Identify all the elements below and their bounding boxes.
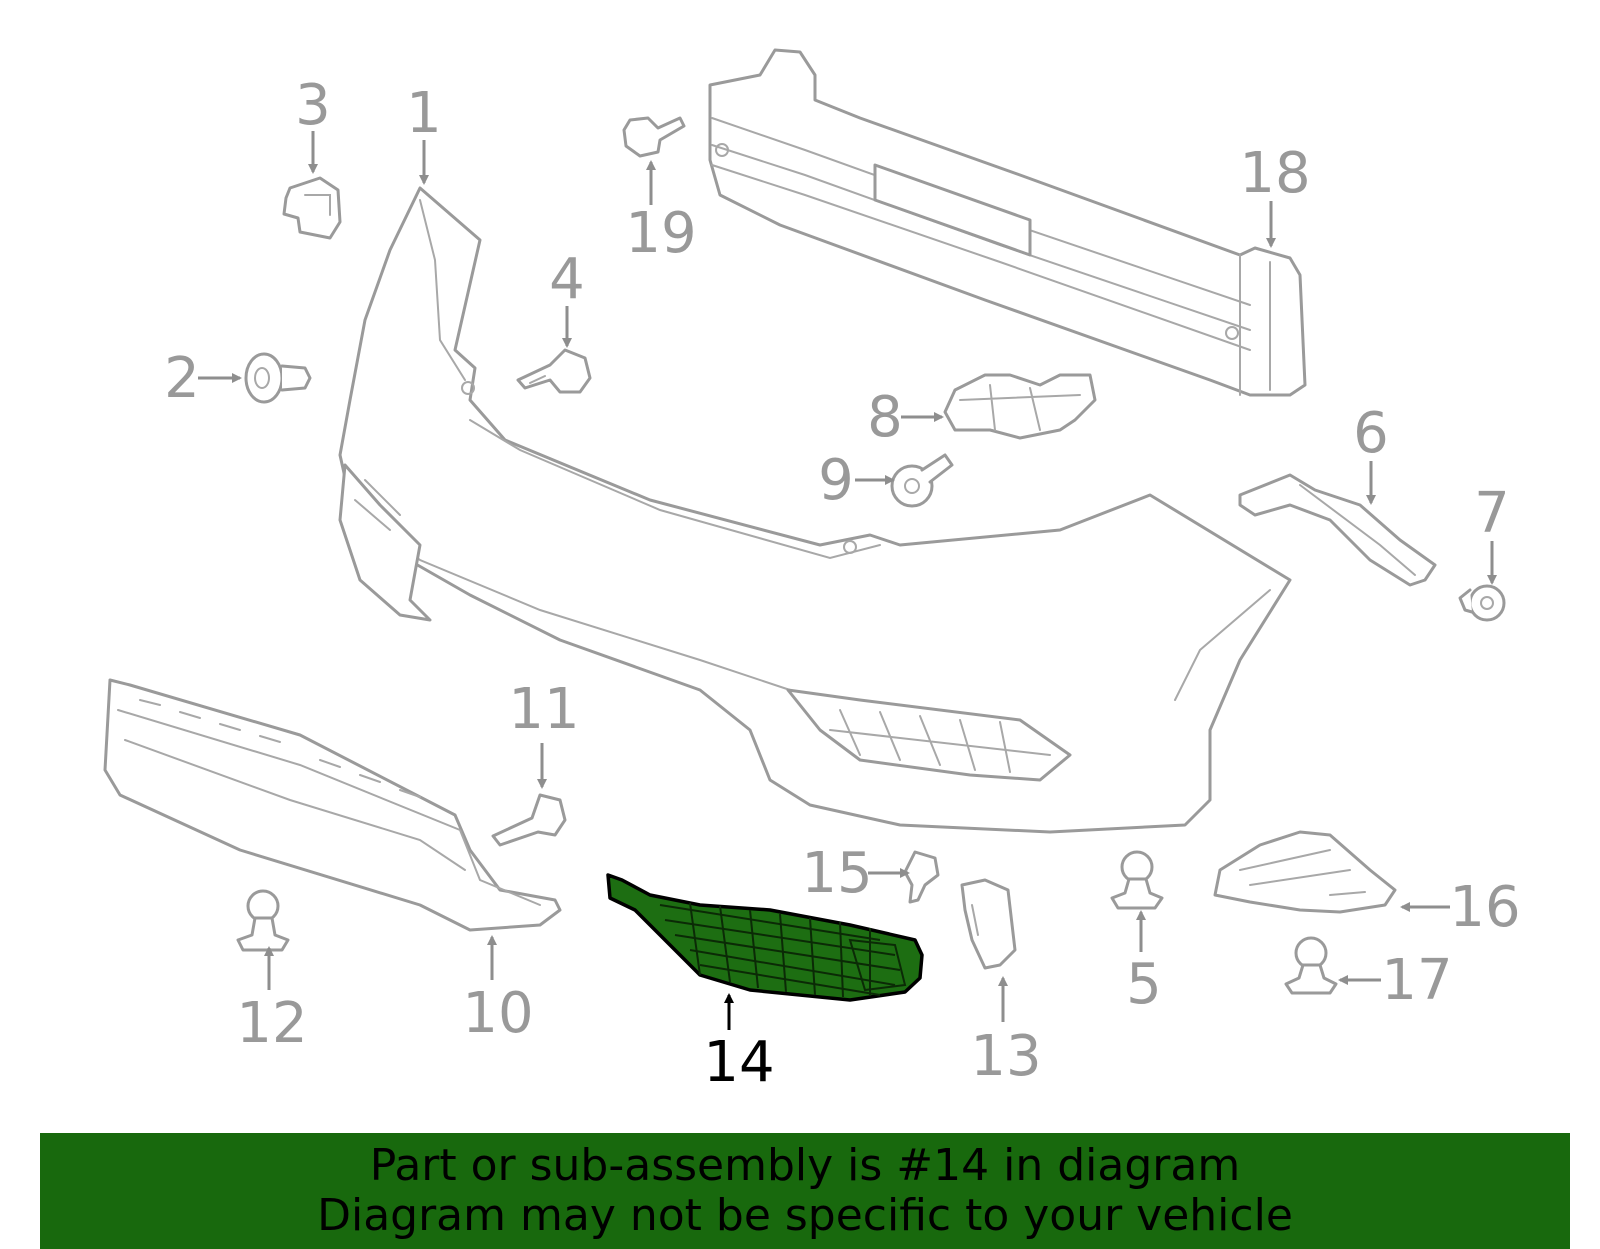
part-2-grommet bbox=[244, 352, 312, 404]
part-18-reinforcement-beam bbox=[708, 48, 1307, 397]
callout-2: 2 bbox=[164, 346, 200, 411]
callout-3: 3 bbox=[295, 73, 331, 138]
part-8-bracket bbox=[943, 373, 1097, 440]
callout-18: 18 bbox=[1239, 141, 1310, 206]
callout-labels: 3 1 2 4 19 18 8 9 6 7 11 12 10 13 15 5 1… bbox=[164, 73, 1520, 1095]
callout-4: 4 bbox=[549, 247, 585, 312]
callout-16: 16 bbox=[1449, 875, 1520, 940]
part-6-side-bracket bbox=[1238, 473, 1437, 587]
callout-5: 5 bbox=[1126, 952, 1162, 1017]
part-12-fastener bbox=[236, 889, 290, 952]
callout-13: 13 bbox=[970, 1024, 1041, 1089]
callout-19: 19 bbox=[625, 201, 696, 266]
callout-14-highlighted: 14 bbox=[703, 1030, 774, 1095]
callout-9: 9 bbox=[818, 448, 854, 513]
callout-8: 8 bbox=[867, 385, 903, 450]
part-5-fastener bbox=[1110, 850, 1164, 910]
leader-lines bbox=[198, 131, 1497, 1030]
part-3-retainer bbox=[282, 176, 342, 240]
part-10-lower-spoiler bbox=[103, 678, 562, 932]
part-19-bolt bbox=[622, 116, 686, 158]
callout-6: 6 bbox=[1353, 401, 1389, 466]
banner-line-1: Part or sub-assembly is #14 in diagram bbox=[369, 1140, 1241, 1191]
part-16-lower-bracket bbox=[1213, 830, 1397, 914]
part-15-screw bbox=[903, 850, 940, 904]
part-7-clip bbox=[1458, 584, 1506, 622]
callout-7: 7 bbox=[1474, 481, 1510, 546]
callout-11: 11 bbox=[508, 677, 579, 742]
callout-15: 15 bbox=[801, 841, 872, 906]
callout-17: 17 bbox=[1381, 948, 1452, 1013]
part-9-bolt bbox=[890, 453, 954, 508]
part-13-bracket bbox=[960, 878, 1017, 970]
info-banner: Part or sub-assembly is #14 in diagram D… bbox=[40, 1133, 1570, 1249]
callout-1: 1 bbox=[406, 81, 442, 146]
callout-10: 10 bbox=[462, 981, 533, 1046]
part-17-fastener bbox=[1284, 936, 1338, 995]
part-11-screw bbox=[491, 793, 567, 847]
banner-line-2: Diagram may not be specific to your vehi… bbox=[317, 1190, 1293, 1241]
part-4-screw bbox=[516, 348, 592, 394]
part-14-grille-highlighted bbox=[606, 873, 924, 1002]
callout-12: 12 bbox=[236, 991, 307, 1056]
part-1-bumper-cover bbox=[338, 186, 1292, 834]
